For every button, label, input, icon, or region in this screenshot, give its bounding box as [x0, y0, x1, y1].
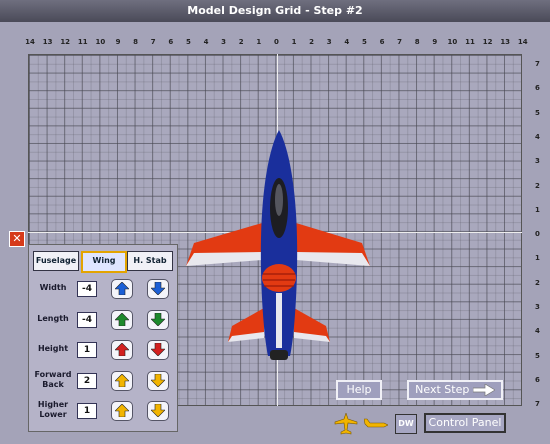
x-tick-label: 5 [185, 38, 191, 46]
y-tick-label: 5 [535, 108, 540, 117]
arrow-up-icon [115, 282, 129, 295]
x-tick-label: 7 [150, 38, 156, 46]
x-tick-label: 7 [397, 38, 403, 46]
arrow-up-icon [115, 312, 129, 326]
y-tick-label: 4 [535, 132, 540, 141]
tab-hstab[interactable]: H. Stab [127, 251, 173, 271]
row-label: Higher Lower [37, 400, 69, 419]
jet-model [186, 130, 370, 360]
close-panel-icon[interactable]: ✕ [9, 231, 25, 247]
row-label: Width [39, 283, 67, 292]
value-field[interactable]: 2 [77, 372, 97, 389]
fuselage [260, 130, 298, 356]
exhaust [270, 350, 288, 360]
arrow-down-icon [151, 282, 165, 295]
tab-fuselage[interactable]: Fuselage [33, 251, 79, 271]
x-tick-label: 10 [447, 38, 458, 46]
x-tick-label: 9 [115, 38, 121, 46]
value-field[interactable]: 1 [77, 342, 97, 358]
decrease-button[interactable] [147, 340, 169, 360]
y-tick-label: 3 [535, 157, 540, 166]
x-tick-label: 0 [273, 38, 279, 46]
decrease-button[interactable] [147, 401, 169, 421]
x-tick-label: 5 [361, 38, 367, 46]
row-label: Height [37, 344, 69, 353]
x-tick-label: 1 [291, 38, 297, 46]
x-tick-label: 12 [60, 38, 71, 46]
x-tick-label: 11 [77, 38, 88, 46]
x-tick-label: 8 [414, 38, 420, 46]
x-tick-label: 11 [465, 38, 475, 46]
x-tick-label: 12 [482, 38, 493, 46]
x-tick-label: 13 [42, 38, 53, 46]
y-tick-label: 7 [535, 60, 540, 68]
y-tick-label: 5 [535, 351, 540, 360]
x-tick-label: 14 [25, 38, 35, 46]
intake [262, 264, 296, 292]
x-tick-label: 14 [517, 38, 528, 46]
x-tick-label: 6 [379, 38, 385, 46]
value-field[interactable]: 1 [77, 403, 97, 419]
arrow-right-icon [472, 383, 496, 397]
x-tick-label: 4 [203, 38, 209, 46]
y-tick-label: 1 [535, 254, 540, 263]
tab-wing[interactable]: Wing [81, 251, 127, 273]
next-step-label: Next Step [415, 383, 470, 396]
decrease-button[interactable] [147, 309, 169, 330]
x-tick-label: 10 [95, 38, 106, 46]
value-field[interactable]: -4 [77, 311, 97, 328]
x-tick-label: 2 [309, 38, 315, 46]
x-tick-label: 2 [238, 38, 244, 46]
y-tick-label: 7 [535, 400, 540, 409]
arrow-down-icon [151, 373, 165, 387]
x-tick-label: 13 [500, 38, 511, 46]
x-tick-label: 8 [133, 38, 139, 46]
x-tick-label: 1 [256, 38, 262, 46]
y-tick-label: 4 [535, 327, 540, 336]
decrease-button[interactable] [147, 370, 169, 391]
y-tick-label: 6 [535, 375, 540, 384]
arrow-down-icon [151, 312, 165, 326]
y-tick-label: 2 [535, 181, 540, 190]
control-panel-button[interactable]: Control Panel [424, 413, 506, 433]
help-button[interactable]: Help [336, 380, 382, 400]
y-tick-label: 3 [535, 303, 540, 311]
x-tick-label: 4 [344, 38, 350, 46]
x-tick-label: 3 [326, 38, 332, 46]
y-tick-label: 6 [535, 84, 540, 93]
next-step-button[interactable]: Next Step [407, 380, 503, 400]
y-tick-label: 0 [535, 230, 540, 239]
increase-button[interactable] [111, 309, 133, 330]
window-title: Model Design Grid - Step #2 [0, 0, 550, 22]
airplane-side-icon[interactable] [364, 416, 388, 430]
arrow-down-icon [151, 343, 165, 356]
arrow-up-icon [115, 373, 129, 387]
arrow-down-icon [151, 404, 165, 417]
increase-button[interactable] [111, 370, 133, 391]
dw-button[interactable]: DW [395, 414, 417, 434]
airplane-top-icon[interactable] [334, 413, 358, 435]
row-label: Length [37, 313, 69, 323]
increase-button[interactable] [111, 279, 133, 299]
y-tick-label: 2 [535, 278, 540, 287]
arrow-up-icon [115, 404, 129, 417]
decrease-button[interactable] [147, 279, 169, 299]
arrow-up-icon [115, 343, 129, 356]
x-tick-label: 6 [168, 38, 174, 46]
row-label: Forward Back [34, 369, 72, 389]
x-tick-label: 3 [221, 38, 227, 46]
y-tick-label: 1 [535, 205, 540, 214]
x-tick-label: 9 [432, 38, 438, 46]
value-field[interactable]: -4 [77, 281, 97, 297]
increase-button[interactable] [111, 340, 133, 360]
increase-button[interactable] [111, 401, 133, 421]
